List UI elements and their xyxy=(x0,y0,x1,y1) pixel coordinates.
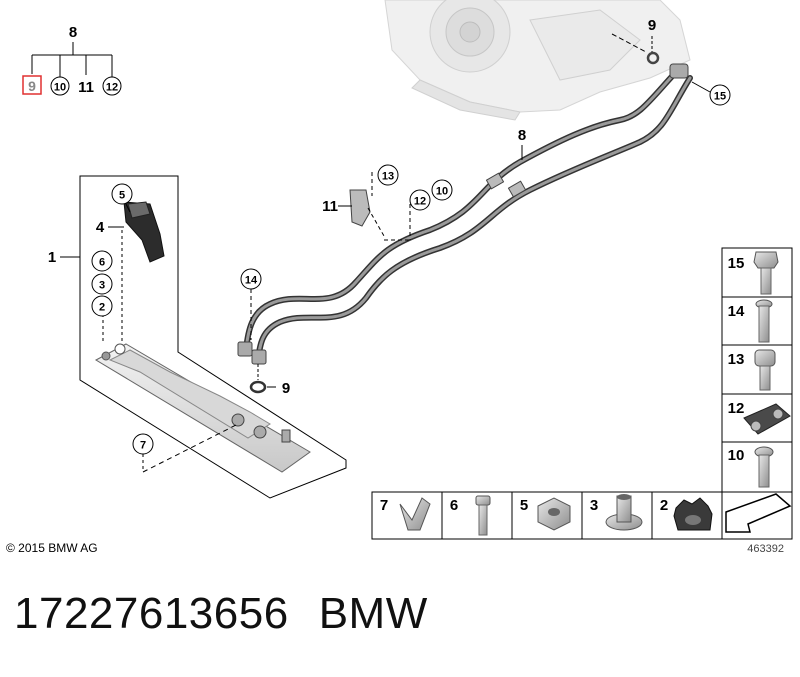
bottom-label-7: 7 xyxy=(380,497,388,514)
bolt-6-icon xyxy=(475,495,491,536)
clip-7-icon xyxy=(399,497,431,531)
bottom-parts-table: 7 6 5 3 2 xyxy=(371,491,793,540)
svg-text:10: 10 xyxy=(436,186,448,198)
svg-text:15: 15 xyxy=(714,91,726,103)
bolt-13-icon xyxy=(754,349,776,391)
svg-text:12: 12 xyxy=(414,196,426,208)
callout-14: 14 xyxy=(240,268,262,340)
callout-4: 4 xyxy=(96,219,124,236)
legend-parent: 8 xyxy=(69,24,77,41)
svg-text:9: 9 xyxy=(648,17,656,34)
callout-1: 1 xyxy=(48,249,80,266)
callout-11: 11 xyxy=(322,198,352,215)
part-number: 17227613656 xyxy=(14,589,289,638)
bolt-10-icon xyxy=(754,446,774,488)
side-label-12: 12 xyxy=(728,400,745,417)
transmission-illustration xyxy=(384,0,691,121)
svg-text:9: 9 xyxy=(282,380,290,397)
callout-9-top: 9 xyxy=(611,17,660,65)
svg-text:1: 1 xyxy=(48,249,56,266)
bottom-label-2: 2 xyxy=(660,497,668,514)
svg-text:7: 7 xyxy=(140,440,146,452)
svg-text:6: 6 xyxy=(99,257,105,269)
o-ring-top xyxy=(646,51,660,65)
svg-text:5: 5 xyxy=(119,190,125,202)
grommet-2-icon xyxy=(673,497,713,531)
callout-13: 13 xyxy=(377,164,399,186)
brand-name: BMW xyxy=(318,589,428,638)
svg-text:14: 14 xyxy=(245,275,258,287)
callout-7: 7 xyxy=(132,423,239,473)
sleeve-3-icon xyxy=(605,494,643,531)
fitting-top xyxy=(669,63,689,79)
diagram-id: 463392 xyxy=(747,543,784,555)
o-ring-lower xyxy=(249,380,267,394)
svg-text:8: 8 xyxy=(518,127,526,144)
side-label-15: 15 xyxy=(728,255,745,272)
catalog-arrow-icon xyxy=(725,493,792,533)
side-label-14: 14 xyxy=(728,303,745,320)
svg-text:3: 3 xyxy=(99,280,105,292)
side-label-13: 13 xyxy=(728,351,745,368)
legend-child-11: 11 xyxy=(78,79,94,96)
legend-child-12: 12 xyxy=(106,82,118,94)
callout-9-lower: 9 xyxy=(249,364,290,397)
legend-child-9: 9 xyxy=(28,78,36,94)
callout-15: 15 xyxy=(691,81,731,106)
bolt-15-icon xyxy=(753,251,779,295)
clip-12-icon xyxy=(743,403,791,435)
svg-text:4: 4 xyxy=(96,219,105,236)
part-number-line: 17227613656 BMW xyxy=(14,589,428,639)
svg-text:2: 2 xyxy=(99,302,105,314)
legend-child-10: 10 xyxy=(54,82,66,94)
bottom-label-6: 6 xyxy=(450,497,458,514)
bolt-14-icon xyxy=(755,299,773,343)
svg-text:13: 13 xyxy=(382,171,394,183)
callout-12-10: 12 10 xyxy=(384,179,453,241)
copyright-text: © 2015 BMW AG xyxy=(6,541,98,555)
callout-8: 8 xyxy=(518,127,526,160)
callout-5: 5 xyxy=(111,183,133,213)
side-label-10: 10 xyxy=(728,447,745,464)
legend-highlight-box xyxy=(22,75,42,95)
oil-cooler-lines xyxy=(237,63,693,365)
callout-6-3-2: 6 3 2 xyxy=(91,230,123,342)
nut-5-icon xyxy=(537,497,571,531)
bottom-label-3: 3 xyxy=(590,497,598,514)
oil-cooler-assembly xyxy=(79,175,347,499)
svg-text:11: 11 xyxy=(322,198,338,215)
bottom-label-5: 5 xyxy=(520,497,528,514)
bracket-assembly xyxy=(349,172,385,237)
side-parts-table: 15 14 13 12 10 xyxy=(721,247,793,493)
legend-tree: 8 9 10 11 12 xyxy=(22,24,122,96)
